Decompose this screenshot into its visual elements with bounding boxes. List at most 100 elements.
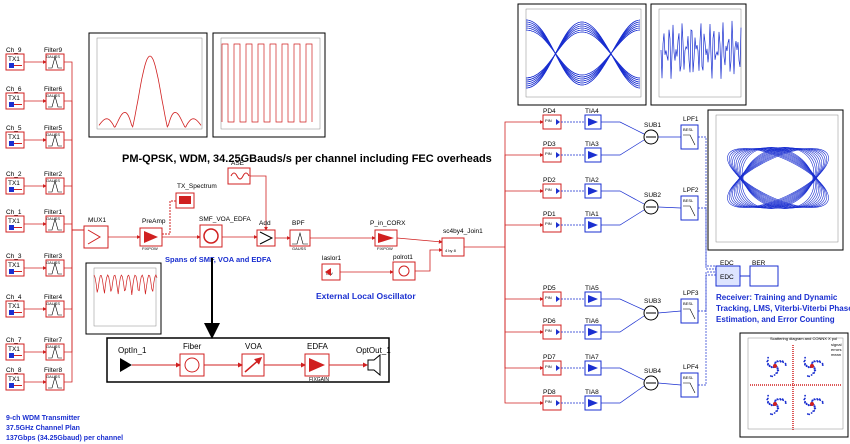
lpf-sub-label: BESL <box>683 127 694 132</box>
edfa-label: EDFA <box>307 342 329 351</box>
polarization-plot[interactable] <box>707 109 844 251</box>
filter-block[interactable] <box>45 259 65 277</box>
spectrum-plot-1[interactable] <box>88 32 208 138</box>
photodiode-label: PD3 <box>543 141 556 148</box>
edfa-block[interactable] <box>304 353 330 377</box>
wire <box>504 250 544 334</box>
signal-point <box>812 410 815 412</box>
monitor-icon <box>179 196 191 204</box>
lowpass-icon <box>683 308 696 320</box>
add-block[interactable]: Add <box>256 220 276 247</box>
wire <box>396 237 443 244</box>
filter-label: Filter2 <box>44 171 62 178</box>
filter-block[interactable] <box>45 300 65 318</box>
ber-body[interactable] <box>749 265 779 287</box>
wire <box>504 120 544 250</box>
filter-block[interactable] <box>45 177 65 195</box>
filter-block[interactable] <box>45 53 65 71</box>
edc-body[interactable] <box>715 265 741 287</box>
photodiode-sub-label: PIN <box>545 151 552 156</box>
filter-sub-label: GAUSS <box>46 93 60 98</box>
tx-label: TX1 <box>8 180 20 187</box>
voa-block[interactable] <box>241 353 265 377</box>
smf-voa-edfa-block-body[interactable] <box>199 224 223 248</box>
tx-label: TX1 <box>8 376 20 383</box>
filter-block[interactable] <box>45 215 65 233</box>
filter-block[interactable] <box>45 373 65 391</box>
eye-diagram-plot[interactable] <box>517 3 647 106</box>
subtractor-3[interactable]: SUB4 <box>643 368 661 391</box>
signal-point <box>806 413 809 415</box>
photodiode-sub-label: PIN <box>545 221 552 226</box>
subtractor-0[interactable]: SUB1 <box>643 122 661 145</box>
wire <box>64 185 84 231</box>
signal-point <box>814 398 816 401</box>
time-waveform-plot[interactable] <box>650 3 747 106</box>
edc-inner-label: EDC <box>720 274 734 281</box>
constellation-plot[interactable]: Scattering diagram and CONNX X polsignal… <box>739 332 849 438</box>
subtractor-1[interactable]: SUB2 <box>643 192 661 215</box>
filter-icon <box>48 133 62 147</box>
subtractor-label: SUB3 <box>644 298 661 305</box>
signal-point <box>811 399 814 402</box>
filter-block[interactable] <box>45 92 65 110</box>
filter-block[interactable] <box>45 131 65 149</box>
ase-block-body[interactable] <box>227 167 251 185</box>
mux-block[interactable]: MUX1 <box>83 217 109 249</box>
add-block-body[interactable] <box>256 229 276 247</box>
tx-spectrum-block[interactable]: TX_Spectrum <box>175 183 217 209</box>
lpf-sub-label: BESL <box>683 198 694 203</box>
tia-label: TIA4 <box>585 108 599 115</box>
polarization-trace <box>730 148 826 208</box>
photodiode-label: PD5 <box>543 285 556 292</box>
signal-point <box>779 360 782 363</box>
polrot-block[interactable]: polrot1 <box>392 254 416 281</box>
signal-point <box>769 413 772 415</box>
smf-voa-edfa-block[interactable]: SMF_VOA_EDFA <box>199 216 251 248</box>
photodiode-sub-label: PIN <box>545 295 552 300</box>
fiber-block[interactable] <box>179 353 205 377</box>
wdm-spectrum-plot[interactable] <box>85 262 162 335</box>
ber-block[interactable]: BER <box>749 260 779 287</box>
photodiode-sub-label: PIN <box>545 118 552 123</box>
filter-block[interactable] <box>45 343 65 361</box>
mux-block-body[interactable] <box>83 225 109 249</box>
polrot-block-body[interactable] <box>392 261 416 281</box>
laser-block[interactable]: laslor1CW <box>321 255 342 281</box>
polarization-trace <box>727 148 829 208</box>
signal-point <box>819 399 822 402</box>
subtractor-2[interactable]: SUB3 <box>643 298 661 321</box>
ase-block[interactable]: ASE <box>227 160 251 185</box>
square-wave-plot[interactable] <box>212 32 326 138</box>
polarization-trace <box>733 148 823 208</box>
coupler-block-body[interactable] <box>441 237 465 257</box>
bpf-block-body[interactable] <box>289 229 311 247</box>
